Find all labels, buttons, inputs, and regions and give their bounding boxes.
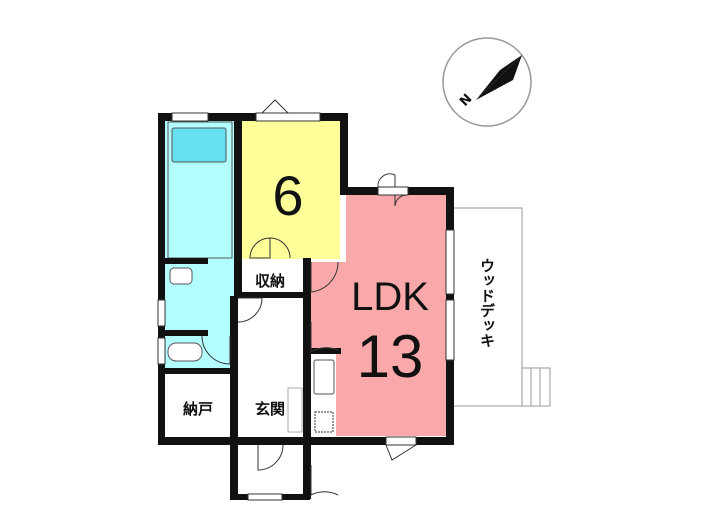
western-room — [242, 121, 340, 259]
ldk-size: 13 — [357, 323, 424, 390]
stove-icon — [314, 411, 334, 433]
shoe-cabinet — [287, 387, 303, 433]
deck-steps — [521, 367, 551, 407]
western-room-size: 6 — [272, 164, 303, 227]
wood-deck: ウッドデッキ — [451, 207, 551, 407]
ldk-label: LDK — [351, 275, 429, 319]
wood-deck-label: ウッドデッキ — [478, 258, 496, 348]
compass-north-label: N — [457, 91, 475, 109]
bathtub — [171, 127, 227, 163]
entrance-label: 玄関 — [255, 400, 285, 418]
openings — [157, 99, 455, 501]
compass-icon: N — [442, 37, 532, 127]
ldk-room — [310, 194, 446, 436]
washbasin-icon — [169, 267, 193, 285]
sink-icon — [313, 359, 335, 395]
toilet-icon — [167, 342, 203, 362]
storage-label: 収納 — [255, 272, 285, 290]
closet-label: 納戸 — [183, 400, 213, 418]
